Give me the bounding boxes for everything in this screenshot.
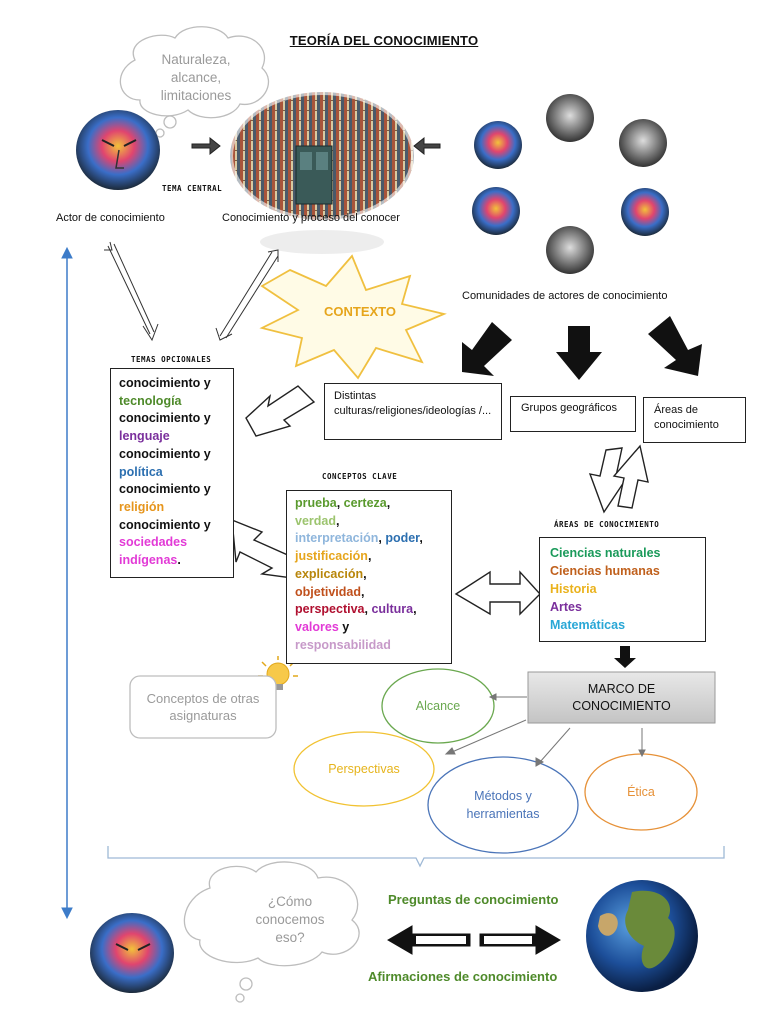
marco-box [527, 671, 716, 724]
arrow-actor-to-knowledge [191, 136, 221, 156]
area-matematicas: Matemáticas [550, 618, 626, 632]
double-arrow-themes-distintas [245, 385, 316, 437]
concept-objetividad: objetividad [295, 584, 361, 599]
conocimiento-label: Conocimiento y proceso del conocer [222, 212, 400, 224]
areas-list-box: Ciencias naturales Ciencias humanas Hist… [539, 537, 706, 642]
thought-cloud-bottom [183, 861, 360, 1003]
bottom-double-arrows [387, 925, 561, 955]
concept-certeza: certeza [343, 496, 387, 510]
thought-cloud-top [119, 26, 269, 138]
concept-interpretacion: interpretación [295, 531, 379, 546]
preguntas-label: Preguntas de conocimiento [388, 892, 559, 907]
area-ciencias-naturales: Ciencias naturales [550, 546, 661, 560]
area-historia: Historia [550, 582, 597, 596]
metodos-ellipse [427, 756, 579, 854]
marco-text: MARCO DE CONOCIMIENTO [572, 681, 671, 713]
concept-conjunction: y [342, 619, 350, 634]
black-arrows-to-groups [462, 316, 702, 380]
earth-image [586, 880, 698, 992]
page-title: TEORÍA DEL CONOCIMIENTO [289, 33, 479, 48]
concept-valores: valores [295, 619, 339, 634]
bottom-bracket [107, 846, 725, 868]
grupos-box: Grupos geográficos [510, 396, 636, 432]
left-vertical-double-arrow [61, 246, 73, 920]
otras-asignaturas-box [129, 675, 277, 739]
thought-top-text: Naturaleza, alcance, limitaciones [160, 52, 232, 103]
temas-opcionales-label: TEMAS OPCIONALES [131, 355, 212, 364]
contexto-label: CONTEXTO [324, 304, 396, 319]
distintas-box: Distintas culturas/religiones/ideologías… [324, 383, 502, 440]
alcance-text: Alcance [415, 699, 461, 713]
concept-perspectiva: perspectiva [295, 602, 365, 617]
marco-connectors [444, 693, 646, 767]
areas-box: Áreas de conocimiento [643, 397, 746, 443]
areas-title-label: ÁREAS DE CONOCIMIENTO [554, 520, 660, 529]
otras-asignaturas-text: Conceptos de otras asignaturas [146, 691, 260, 723]
concept-prueba: prueba [295, 496, 337, 510]
comunidades-label: Comunidades de actores de conocimiento [462, 290, 668, 302]
concept-responsabilidad: responsabilidad [295, 637, 391, 652]
contexto-star [259, 254, 447, 380]
key-concepts-box: prueba, certeza, verdad, interpretación,… [286, 490, 452, 664]
perspectivas-ellipse [293, 731, 435, 807]
library-image [227, 89, 417, 223]
arrow-areas-to-marco [614, 646, 636, 668]
concept-justificacion: justificación [295, 549, 368, 564]
arrow-communities-to-knowledge [413, 136, 441, 156]
tema-central-label: TEMA CENTRAL [162, 184, 223, 193]
double-arrow-concepts-areas [454, 570, 541, 616]
afirmaciones-label: Afirmaciones de conocimiento [368, 969, 558, 984]
alcance-ellipse [381, 668, 495, 744]
como-text: ¿Cómo conocemos eso? [255, 894, 325, 945]
conceptos-clave-label: CONCEPTOS CLAVE [322, 472, 398, 481]
sketch-arrows-to-optional-themes [104, 241, 279, 342]
double-arrow-themes-concepts [231, 518, 295, 579]
concept-cultura: cultura [371, 602, 414, 617]
concept-explicacion: explicación [295, 566, 364, 581]
area-ciencias-humanas: Ciencias humanas [550, 564, 660, 578]
area-artes: Artes [550, 600, 582, 614]
actor-face-image-top [76, 110, 160, 190]
actor-face-image-bottom [90, 913, 174, 993]
community-faces [472, 94, 669, 274]
concept-verdad: verdad [295, 513, 336, 528]
metodos-text: Métodos y herramientas [466, 789, 540, 821]
double-arrow-areas-vertical [588, 444, 649, 514]
perspectivas-text: Perspectivas [328, 762, 400, 776]
etica-text: Ética [627, 785, 655, 799]
actor-label: Actor de conocimiento [56, 212, 165, 224]
concept-poder: poder [385, 531, 420, 546]
